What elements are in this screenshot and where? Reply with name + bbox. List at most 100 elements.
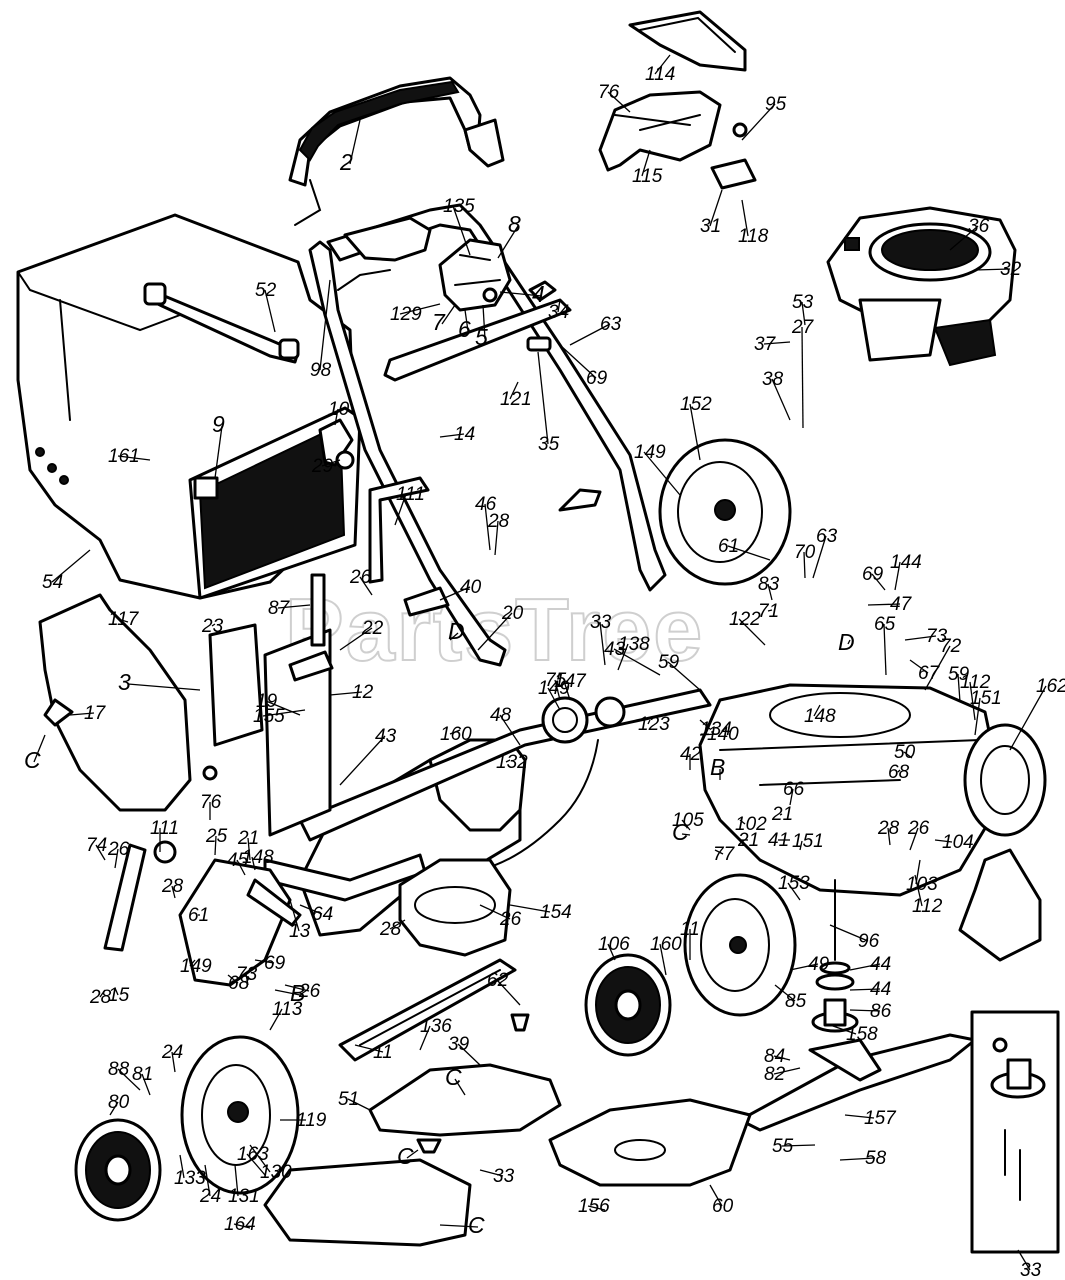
callout-leader	[829, 1024, 857, 1035]
callout-leader	[557, 299, 561, 313]
callout-leader	[903, 751, 913, 759]
callout-leader	[787, 882, 801, 901]
callout-label: 63	[816, 526, 838, 547]
callout-leader	[871, 573, 886, 591]
callout-label: 27	[791, 317, 815, 338]
callout-label: 34	[548, 302, 569, 323]
callout-label: 102	[735, 814, 767, 835]
callout-leader	[482, 304, 486, 340]
callout-label: 10	[328, 399, 350, 420]
callout-leader	[449, 729, 461, 735]
callout-leader	[171, 1051, 176, 1073]
callout-leader	[969, 681, 976, 721]
callout-label: 9	[212, 411, 225, 437]
bag-frame	[143, 282, 300, 364]
engine	[826, 206, 1017, 367]
callout-label: 43	[604, 639, 626, 660]
callout-label: 20	[501, 603, 524, 624]
callout-label: 15	[108, 985, 130, 1006]
callout-label: 21	[737, 830, 759, 851]
callout-leader	[867, 603, 901, 606]
callout-label: 52	[255, 280, 277, 301]
callout-label: 44	[870, 979, 891, 1000]
callout-label: 55	[772, 1136, 794, 1157]
callout-label: 158	[846, 1024, 878, 1045]
callout-label: 104	[942, 832, 974, 853]
callout-leader	[251, 856, 256, 871]
callout-label: 71	[758, 601, 779, 622]
callout-label: 151	[792, 831, 824, 852]
callout-leader	[789, 963, 819, 971]
callout-leader	[587, 1205, 606, 1211]
callout-label: 31	[700, 216, 721, 237]
callout-label: 75	[545, 670, 567, 691]
blade-adapter-inset	[970, 1010, 1060, 1254]
callout-leader	[354, 1044, 384, 1053]
callout-leader	[289, 899, 300, 932]
callout-leader	[499, 714, 521, 746]
callout-leader	[51, 549, 91, 583]
callout-label: 5	[475, 324, 488, 350]
callout-leader	[249, 1144, 271, 1173]
callout-leader	[781, 1144, 816, 1147]
callout-label: 77	[713, 844, 736, 865]
callout-label: 149	[634, 442, 666, 463]
callout-leader	[667, 661, 701, 691]
callout-label: 87	[268, 598, 291, 619]
callout-label: 23	[201, 616, 224, 637]
callout-leader	[681, 819, 691, 831]
callout-label: 59	[658, 652, 680, 673]
bag-screen	[188, 406, 362, 600]
callout-leader	[829, 924, 869, 942]
callout-label: 161	[108, 446, 140, 467]
callout-label: 113	[272, 999, 303, 1020]
callout-leader	[767, 609, 773, 612]
callout-leader	[617, 643, 629, 671]
callout-leader	[849, 988, 881, 991]
callout-leader	[741, 199, 749, 237]
callout-leader	[233, 1223, 251, 1229]
callout-leader	[505, 759, 511, 763]
rear-flap	[208, 623, 332, 837]
callout-label: 140	[707, 724, 739, 745]
callout-leader	[479, 904, 511, 920]
callout-leader	[439, 586, 471, 601]
callout-label: 74	[86, 835, 107, 856]
callout-leader	[763, 341, 791, 345]
callout-leader	[457, 1043, 481, 1066]
callout-leader	[569, 323, 611, 346]
callout-label: 129	[390, 304, 422, 325]
callout-leader	[319, 279, 331, 371]
callout-leader	[399, 303, 441, 315]
callout-leader	[714, 849, 724, 855]
callout-leader	[709, 1184, 723, 1207]
callout-label: 43	[375, 726, 397, 747]
callout-label: 50	[894, 742, 916, 763]
callout-label: 61	[188, 905, 209, 926]
callout-leader	[269, 1008, 283, 1031]
callout-label: 112	[912, 896, 943, 917]
callout-leader	[334, 408, 339, 426]
callout-label: 155	[253, 706, 285, 727]
mulch-plug	[368, 1063, 562, 1137]
callout-leader	[554, 679, 561, 701]
callout-label: 26	[349, 567, 372, 588]
callout-label: 160	[440, 724, 472, 745]
callout-label: 73	[926, 626, 948, 647]
callout-label: 61	[718, 536, 739, 557]
callout-leader	[894, 561, 901, 591]
callout-leader	[957, 673, 961, 703]
callout-leader	[739, 819, 746, 825]
callout-leader	[454, 1078, 466, 1096]
callout-label: 118	[738, 226, 769, 247]
callout-leader	[189, 959, 196, 967]
wheel-left-rear	[180, 1035, 300, 1195]
callout-leader	[227, 974, 239, 984]
callout-leader	[394, 493, 407, 526]
callout-label: 69	[264, 953, 286, 974]
callout-leader	[236, 859, 246, 876]
bag-latch	[318, 418, 355, 470]
callout-label: 21	[771, 804, 793, 825]
handle-brackets	[288, 476, 450, 682]
